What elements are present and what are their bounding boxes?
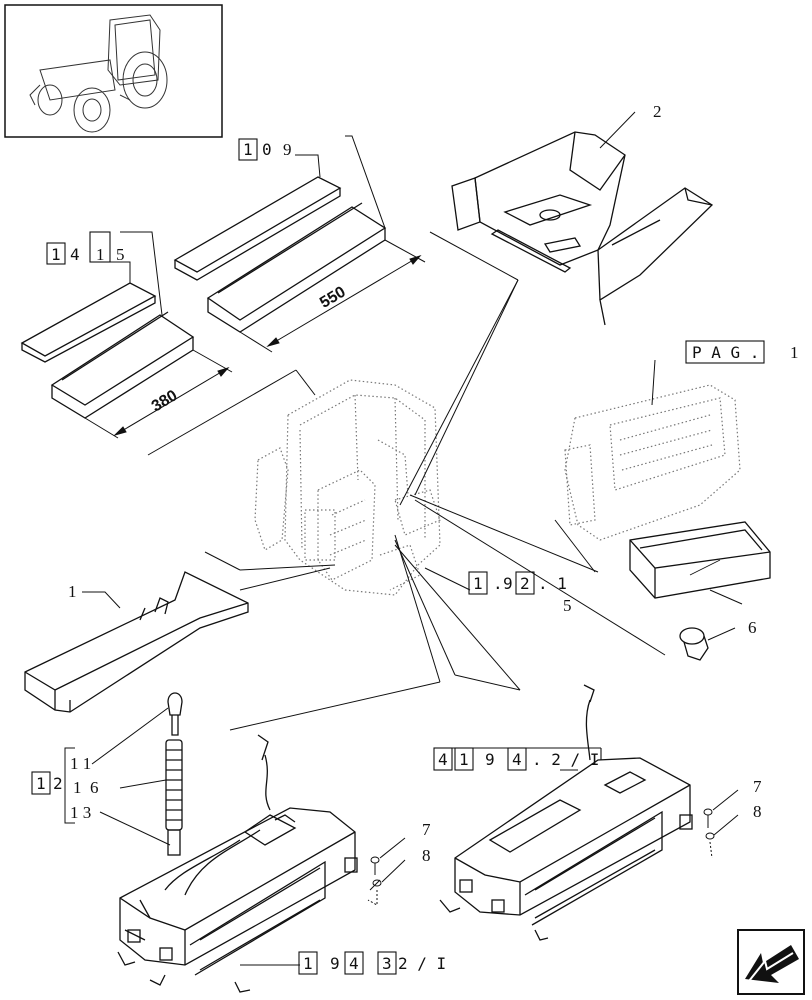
previous-page-button[interactable]: [737, 929, 805, 995]
callout-1: 1: [68, 582, 77, 601]
callout-8-right: 8: [753, 802, 762, 821]
dimension-550: [239, 239, 426, 353]
ref-19432-digit-1: 1: [303, 954, 313, 973]
heater-unit-left: [117, 734, 358, 993]
ref-194-digit-4b: 4: [512, 750, 522, 769]
duct-part-1: [24, 571, 249, 713]
ref-pag-number: 1: [790, 343, 799, 362]
bracket-12: [64, 747, 75, 824]
callout-16-digit-1: 1: [73, 778, 82, 797]
callout-15-digit-5: 5: [116, 245, 125, 264]
callout-9: 9: [283, 140, 292, 159]
ref-boxes: [31, 138, 765, 975]
ref-194-digit-4: 4: [438, 750, 448, 769]
ref-194-tail: . 2 / I: [532, 750, 599, 769]
callout-7-right: 7: [753, 777, 762, 796]
pad-part-9: [173, 176, 342, 281]
ref-19432-tail: 2 / I: [398, 954, 446, 973]
vent-assembly: [564, 384, 741, 541]
ref-pag-label: P A G .: [692, 343, 759, 362]
ref-19432-digit-4: 4: [349, 954, 359, 973]
callout-8-left: 8: [422, 846, 431, 865]
callout-16-digit-6: 6: [90, 778, 99, 797]
ref-194-digit-9: 9: [485, 750, 495, 769]
callout-11: 1 1: [70, 754, 91, 773]
leader-lines: [147, 231, 666, 731]
ref-194-digit-1: 1: [459, 750, 469, 769]
dimension-380: [84, 349, 233, 439]
callout-2: 2: [653, 102, 662, 121]
ref-1921-dot: .: [493, 574, 503, 593]
callout-5: 5: [563, 596, 572, 615]
cab-frame: [254, 379, 441, 596]
callout-12-digit-2: 2: [53, 774, 63, 793]
screw-part-7-left: [367, 856, 382, 906]
callout-7-left: 7: [422, 820, 431, 839]
callout-15-digit-1: 1: [96, 245, 105, 264]
ref-1921-digit-9: 9: [503, 574, 513, 593]
callout-12-digit-1: 1: [36, 774, 46, 793]
ref-19432-digit-9: 9: [330, 954, 340, 973]
ref-1921-digit-2: 2: [520, 574, 530, 593]
knob-part-6: [679, 627, 709, 661]
heater-unit-right: [439, 684, 693, 941]
floor-mat-part-2: [451, 131, 714, 326]
callout-14-digit-1: 1: [51, 245, 61, 264]
callout-14-digit-4: 4: [70, 245, 80, 264]
pad-part-14: [20, 282, 157, 363]
dimension-380-label: 380: [149, 387, 181, 415]
tractor-thumbnail: [4, 4, 223, 138]
hose-assembly: [165, 692, 183, 856]
screw-part-7-right: [703, 808, 715, 859]
callout-10-digit-0: 0: [262, 140, 272, 159]
ref-1921-digit-1: 1: [473, 574, 483, 593]
arrow-left-icon: [745, 945, 799, 983]
ref-19432-digit-3: 3: [382, 954, 392, 973]
vent-cover-part-5: [629, 521, 771, 599]
callout-10-digit-1: 1: [243, 140, 253, 159]
ref-1921-tail: . 1: [538, 574, 567, 593]
pad-part-10: [206, 202, 387, 333]
callout-6: 6: [748, 618, 757, 637]
callout-13: 1 3: [70, 803, 91, 822]
